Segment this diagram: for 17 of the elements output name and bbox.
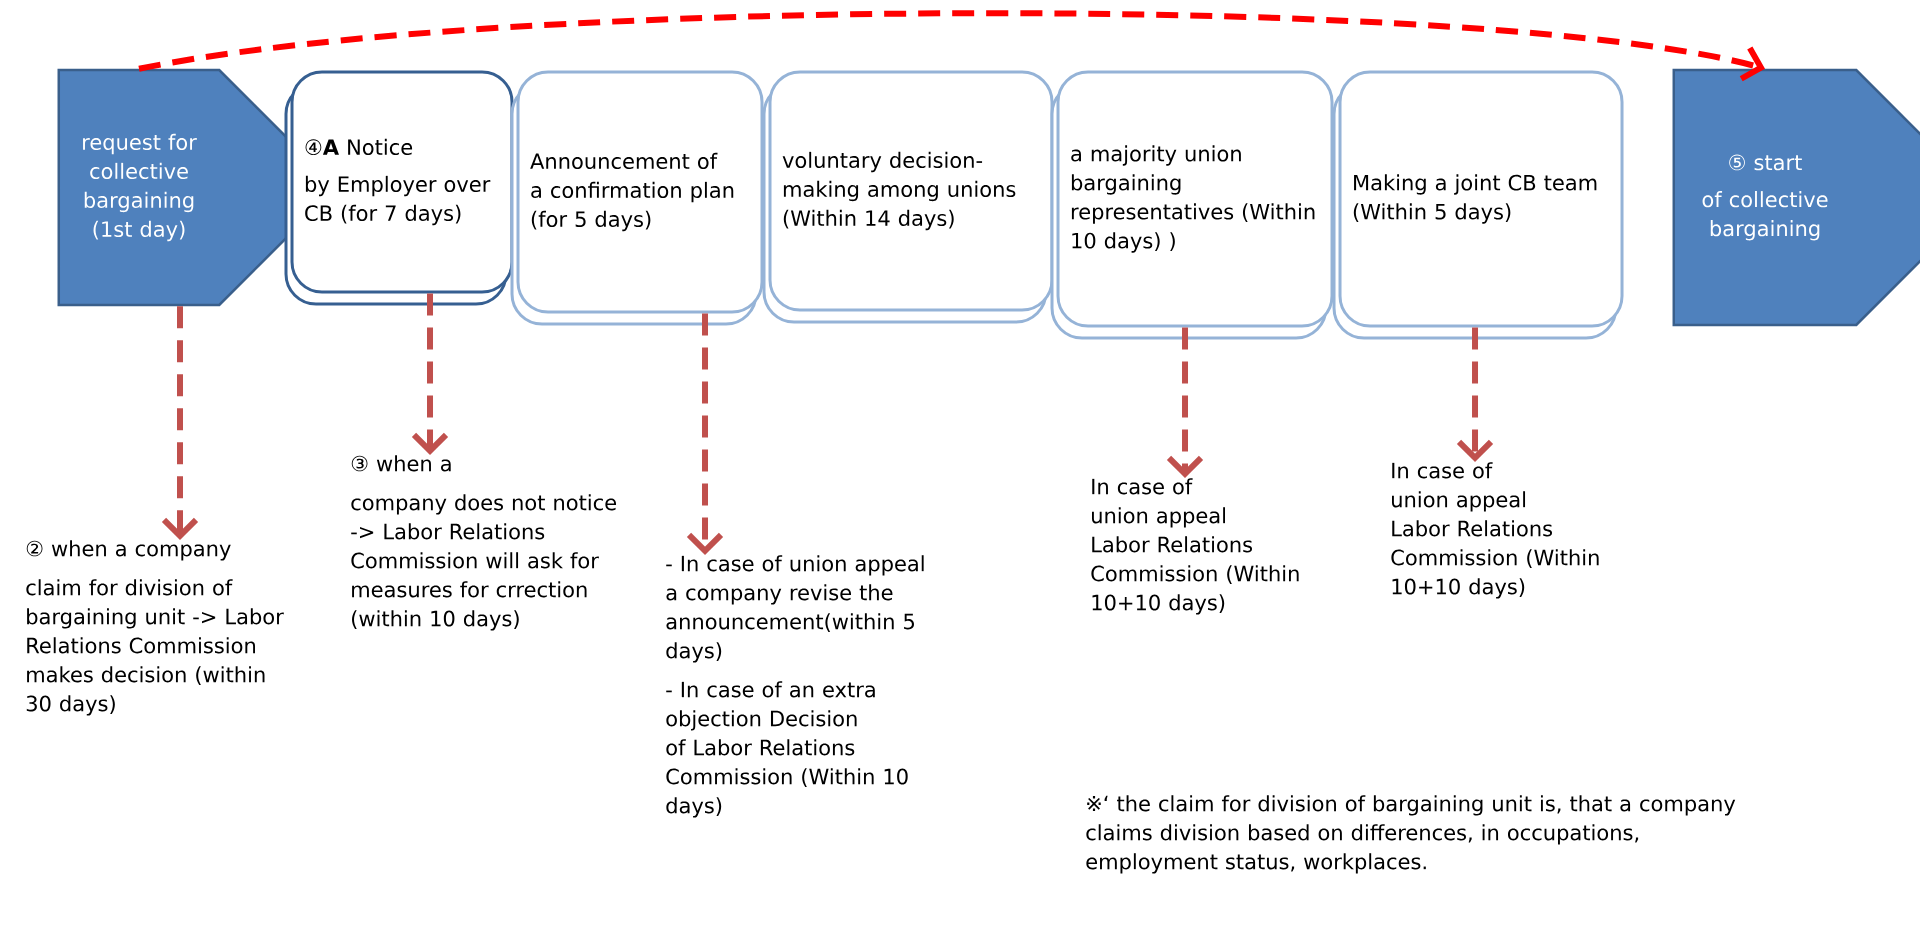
arrow — [1166, 327, 1204, 478]
step-card: Making a joint CB team (Within 5 days) — [1332, 70, 1624, 340]
note-text: In case of union appeal Labor Relations Commission (Within 10+10 days) — [1091, 478, 1299, 615]
note-text: ③ when a company does not notice -> Labor Relations Commission will ask for measures for crrection (within 10 days) — [351, 455, 617, 631]
note-text: In case of union appeal Labor Relations Commission (Within 10+10 days) — [1391, 462, 1599, 599]
arrow — [1456, 327, 1494, 462]
arrow — [161, 306, 199, 540]
arrow — [686, 313, 724, 555]
step-card: Announcement of a confirmation plan (for 5 days) — [510, 70, 764, 326]
note-text: ② when a company claim for division of bargaining unit -> Labor Relations Commission makes decision (within 30 days) — [26, 540, 284, 716]
step-card: voluntary decision-making among unions (Within 14 days) — [762, 70, 1054, 324]
arrow — [138, 10, 1765, 82]
note-text: - In case of union appeal a company revise the announcement(within 5 days) - In case of an extra objection Decision of Labor Relations Commission (Within 10 days) — [666, 555, 924, 818]
arrow — [411, 293, 449, 455]
footnote-text: ※‘ the claim for division of bargaining unit is, that a company claims division based on differences, in occupations, employment status, workplaces. — [1086, 795, 1736, 874]
step-card: a majority union bargaining representatives (Within 10 days) ) — [1050, 70, 1334, 340]
step-card: ④A Notice by Employer over CB (for 7 days) — [284, 70, 514, 306]
